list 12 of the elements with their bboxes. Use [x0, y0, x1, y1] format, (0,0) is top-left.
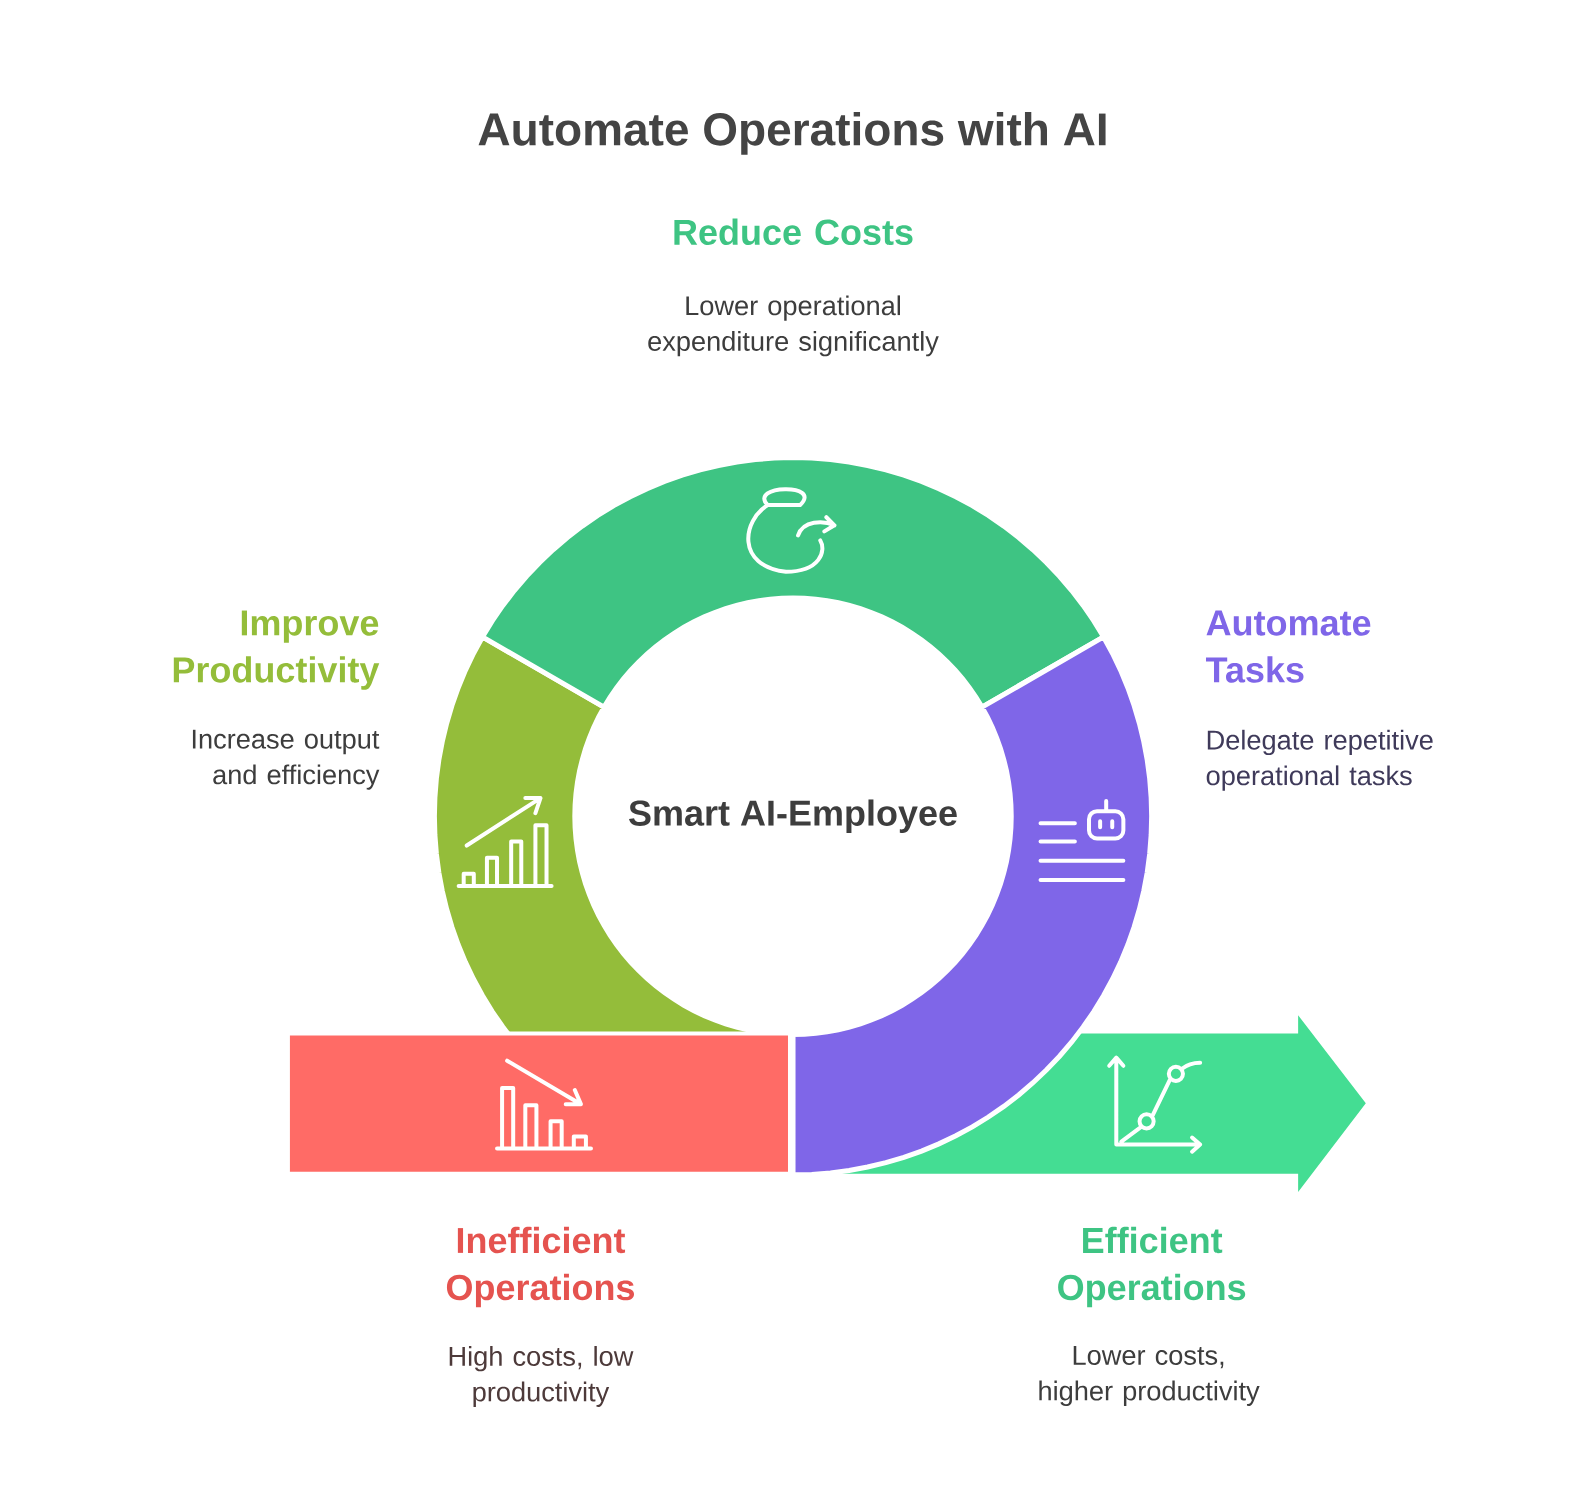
- segment-description: Increase output and efficiency: [192, 729, 380, 790]
- segment-heading: Improve Productivity: [173, 610, 380, 690]
- segment-description: Lower operational expenditure significantly: [648, 295, 939, 357]
- segment-heading: Automate Tasks: [1206, 610, 1371, 683]
- title: Automate Operations with AI: [478, 111, 1106, 155]
- segment-heading: Inefficient Operations: [446, 1226, 634, 1308]
- segment-description: Lower costs, higher productivity: [1039, 1345, 1260, 1406]
- center-label: Smart AI-Employee: [629, 799, 957, 833]
- segment-description: Delegate repetitive operational tasks: [1206, 729, 1433, 791]
- segment-heading: Reduce Costs: [674, 218, 913, 245]
- segment-heading: Efficient Operations: [1058, 1226, 1246, 1308]
- segment-description: High costs, low productivity: [449, 1345, 634, 1407]
